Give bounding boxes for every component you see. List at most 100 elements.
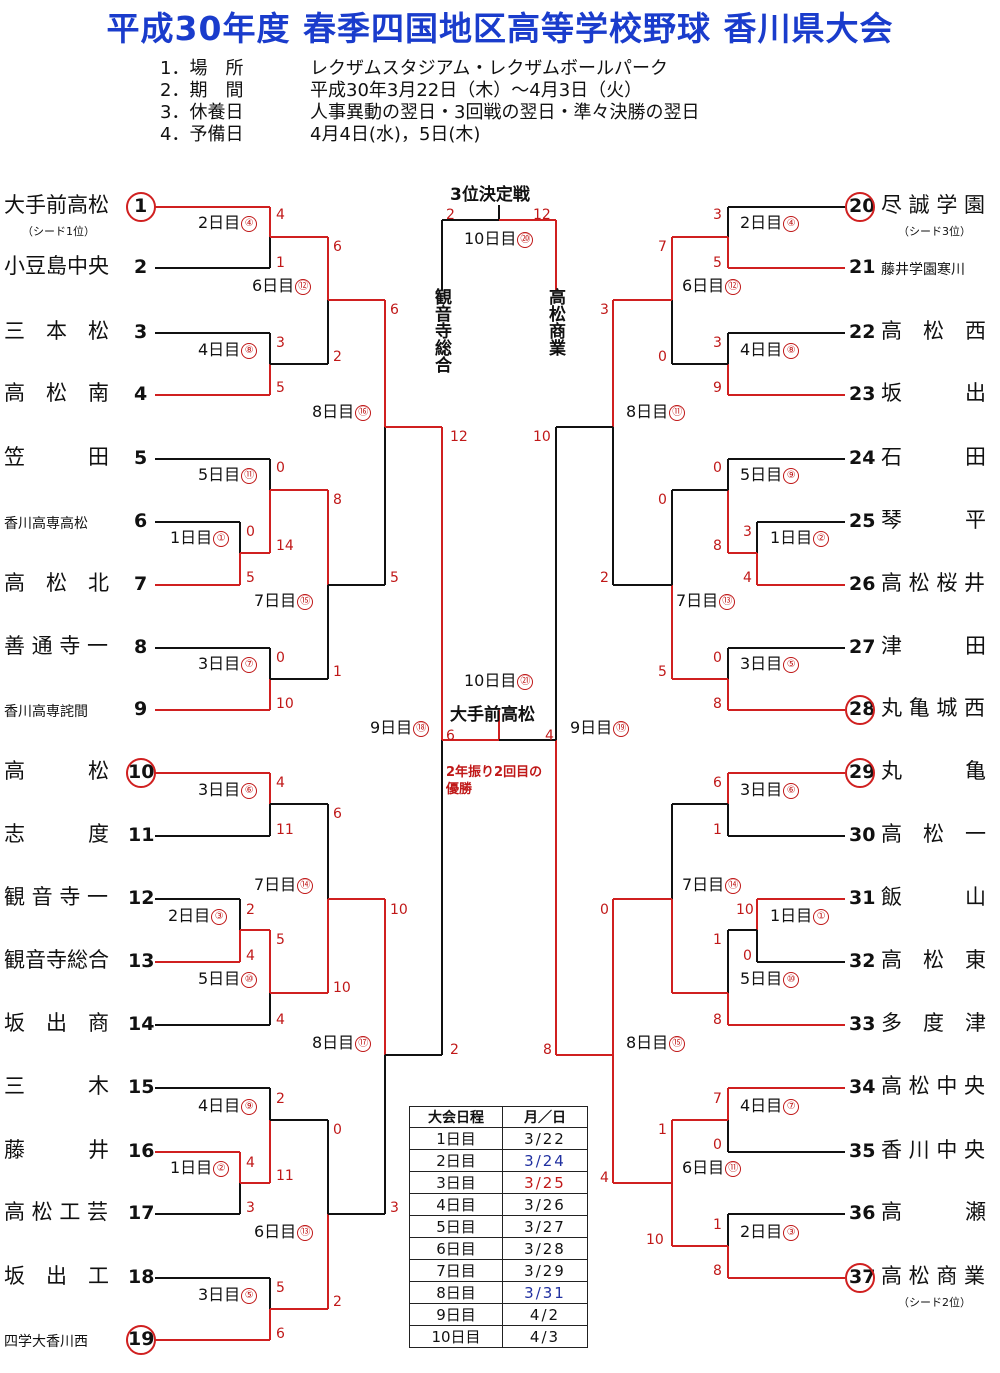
team-name: 高 松 南 bbox=[4, 381, 109, 405]
round-day: 1日目 bbox=[770, 528, 813, 547]
score: 1 bbox=[658, 1122, 667, 1138]
score: 12 bbox=[450, 429, 468, 445]
schedule-date: 3/27 bbox=[502, 1215, 588, 1238]
game-number: ⑪ bbox=[669, 404, 686, 421]
round-day: 6日目 bbox=[682, 276, 725, 295]
game-number: ⑧ bbox=[241, 342, 258, 359]
seed-circle bbox=[845, 758, 875, 788]
round-day: 4日目 bbox=[198, 1096, 241, 1115]
info-key: 1．場 所 bbox=[160, 58, 244, 79]
round-day: 9日目 bbox=[570, 718, 613, 737]
game-number: ③ bbox=[211, 908, 228, 925]
round-day: 3日目 bbox=[198, 780, 241, 799]
score: 8 bbox=[713, 1263, 722, 1279]
team-number: 25 bbox=[849, 510, 876, 532]
score: 2 bbox=[333, 349, 342, 365]
game-number: ③ bbox=[783, 1224, 800, 1241]
team-number: 4 bbox=[134, 383, 148, 405]
score: 0 bbox=[658, 349, 667, 365]
round-day: 5日目 bbox=[740, 465, 783, 484]
score: 1 bbox=[333, 664, 342, 680]
score: 10 bbox=[736, 902, 754, 918]
info-row: 3．休養日 人事異動の翌日・3回戦の翌日・準々決勝の翌日 bbox=[160, 102, 699, 124]
round-day: 3日目 bbox=[198, 1285, 241, 1304]
score: 5 bbox=[658, 664, 667, 680]
score: 11 bbox=[276, 822, 294, 838]
team-name: 飯 山 bbox=[881, 885, 986, 909]
score: 2 bbox=[333, 1294, 342, 1310]
team-number: 30 bbox=[849, 824, 876, 846]
game-number: ⑫ bbox=[725, 278, 742, 295]
game-number: ⑱ bbox=[413, 720, 430, 737]
team-number: 5 bbox=[134, 447, 148, 469]
team-name: 高 松 東 bbox=[881, 948, 986, 972]
schedule-date: 4/2 bbox=[502, 1303, 588, 1326]
score: 4 bbox=[276, 207, 285, 223]
info-value: 人事異動の翌日・3回戦の翌日・準々決勝の翌日 bbox=[310, 102, 700, 123]
team-name: 尽 誠 学 園 bbox=[881, 193, 986, 217]
score: 0 bbox=[333, 1122, 342, 1138]
schedule-day: 8日目 bbox=[409, 1281, 503, 1304]
score: 5 bbox=[276, 1280, 285, 1296]
game-number: ⑤ bbox=[241, 1287, 258, 1304]
score: 6 bbox=[713, 775, 722, 791]
schedule-header-day: 大会日程 bbox=[409, 1106, 503, 1128]
score: 5 bbox=[276, 932, 285, 948]
round-day: 2日目 bbox=[740, 1222, 783, 1241]
schedule-day: 3日目 bbox=[409, 1171, 503, 1194]
team-name: 津 田 bbox=[881, 634, 986, 658]
score: 14 bbox=[276, 538, 294, 554]
score: 8 bbox=[713, 696, 722, 712]
team-number: 2 bbox=[134, 256, 148, 278]
game-number: ⑩ bbox=[783, 971, 800, 988]
score: 10 bbox=[333, 980, 351, 996]
score: 2 bbox=[276, 1091, 285, 1107]
info-key: 3．休養日 bbox=[160, 102, 244, 123]
score: 6 bbox=[333, 239, 342, 255]
team-number: 22 bbox=[849, 321, 876, 343]
game-number: ⑲ bbox=[613, 720, 630, 737]
team-name: 高 松 中 央 bbox=[881, 1074, 986, 1098]
game-number: ⑪ bbox=[725, 1160, 742, 1177]
game-number: ⑦ bbox=[241, 656, 258, 673]
schedule-date: 3/28 bbox=[502, 1237, 588, 1260]
third-place-right-team: 高松商業 bbox=[545, 288, 565, 356]
score: 4 bbox=[276, 775, 285, 791]
score: 0 bbox=[713, 1137, 722, 1153]
team-name: 藤井学園寒川 bbox=[881, 262, 965, 278]
team-number: 18 bbox=[128, 1266, 155, 1288]
team-number: 12 bbox=[128, 887, 155, 909]
team-number: 14 bbox=[128, 1013, 155, 1035]
score: 0 bbox=[600, 902, 609, 918]
score: 4 bbox=[246, 1155, 255, 1171]
team-name: 志 度 bbox=[4, 822, 109, 846]
team-name: 高 松 桜 井 bbox=[881, 571, 986, 595]
info-key: 4．予備日 bbox=[160, 124, 244, 145]
score: 3 bbox=[390, 1200, 399, 1216]
score: 6 bbox=[276, 1326, 285, 1342]
round-day: 6日目 bbox=[682, 1158, 725, 1177]
score: 0 bbox=[713, 460, 722, 476]
team-number: 27 bbox=[849, 636, 876, 658]
seed-circle bbox=[845, 1263, 875, 1293]
